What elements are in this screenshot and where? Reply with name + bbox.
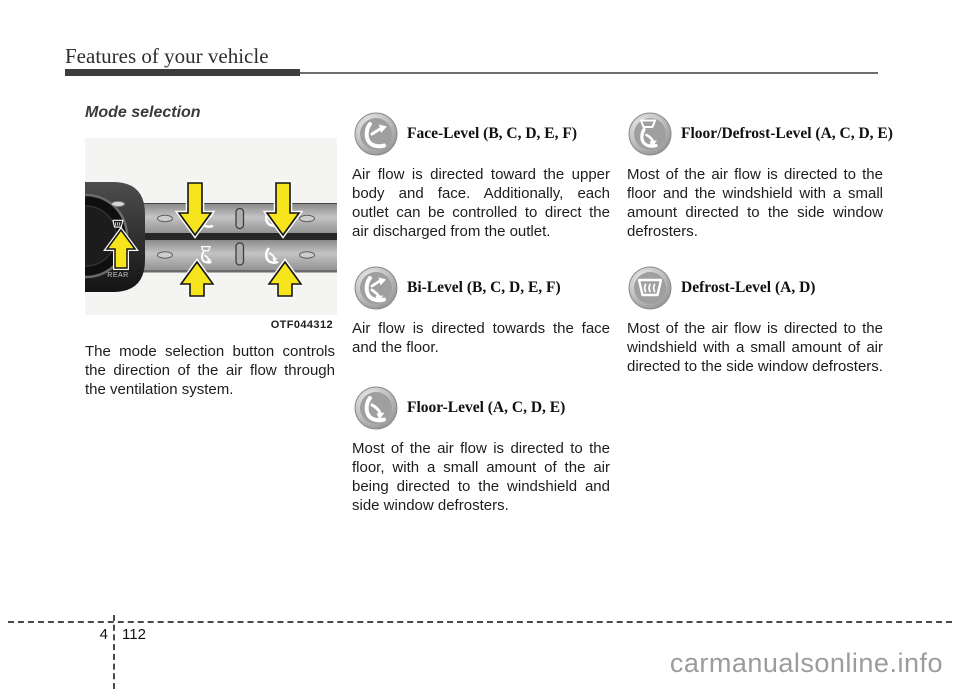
arrow-up-rear — [103, 226, 139, 270]
mode-selection-heading: Mode selection — [85, 104, 201, 121]
rear-label: REAR — [107, 272, 128, 279]
section-heading: Face-Level (B, C, D, E, F) — [407, 125, 578, 142]
mode-selection-body: The mode selection button controls the d… — [85, 343, 335, 398]
mode-selection-figure: REAR — [43, 138, 337, 340]
section-body: Air flow is directed towards the face an… — [352, 320, 610, 356]
section-face-level: Face-Level (B, C, D, E, F) — [354, 112, 577, 156]
section-floor-defrost-level: Floor/Defrost-Level (A, C, D, E) — [628, 112, 893, 156]
footer-divider — [113, 615, 115, 689]
section-heading: Floor-Level (A, C, D, E) — [407, 399, 566, 416]
watermark: carmanualsonline.info — [669, 648, 943, 678]
header-rule-thick — [65, 69, 300, 76]
page-number: 112 — [122, 626, 146, 643]
airflow-arrows — [103, 180, 306, 299]
hvac-panel-illustration: REAR — [43, 138, 337, 315]
section-body: Most of the air flow is directed to the … — [627, 320, 883, 375]
strip-divider — [235, 242, 245, 266]
indicator-light — [299, 214, 315, 223]
arrow-down-right — [262, 180, 304, 239]
indicator-light — [299, 251, 315, 259]
indicator-light — [157, 214, 173, 223]
arrow-down-left — [174, 180, 216, 239]
chapter-number: 4 — [99, 626, 108, 643]
indicator-light — [111, 200, 125, 208]
section-defrost-level: Defrost-Level (A, D) — [628, 266, 815, 310]
arrow-up-left — [176, 258, 218, 299]
strip-divider — [235, 207, 245, 230]
defrost-level-icon — [628, 266, 672, 310]
footer-rule — [8, 621, 952, 623]
header-rule-thin — [65, 72, 878, 74]
section-body: Most of the air flow is directed to the … — [352, 440, 610, 514]
bi-level-icon — [354, 266, 398, 310]
section-heading: Floor/Defrost-Level (A, C, D, E) — [681, 125, 893, 142]
section-heading: Defrost-Level (A, D) — [681, 279, 816, 296]
floor-defrost-level-icon — [628, 112, 672, 156]
section-body: Most of the air flow is directed to the … — [627, 166, 883, 240]
section-bi-level: Bi-Level (B, C, D, E, F) — [354, 266, 561, 310]
floor-level-icon — [354, 386, 398, 430]
page-title: Features of your vehicle — [65, 44, 269, 68]
section-body: Air flow is directed toward the upper bo… — [352, 166, 610, 240]
arrow-up-right — [264, 258, 306, 299]
section-floor-level: Floor-Level (A, C, D, E) — [354, 386, 565, 430]
face-level-icon — [354, 112, 398, 156]
section-heading: Bi-Level (B, C, D, E, F) — [407, 279, 561, 296]
indicator-light — [157, 251, 173, 259]
figure-caption: OTF044312 — [270, 319, 333, 331]
